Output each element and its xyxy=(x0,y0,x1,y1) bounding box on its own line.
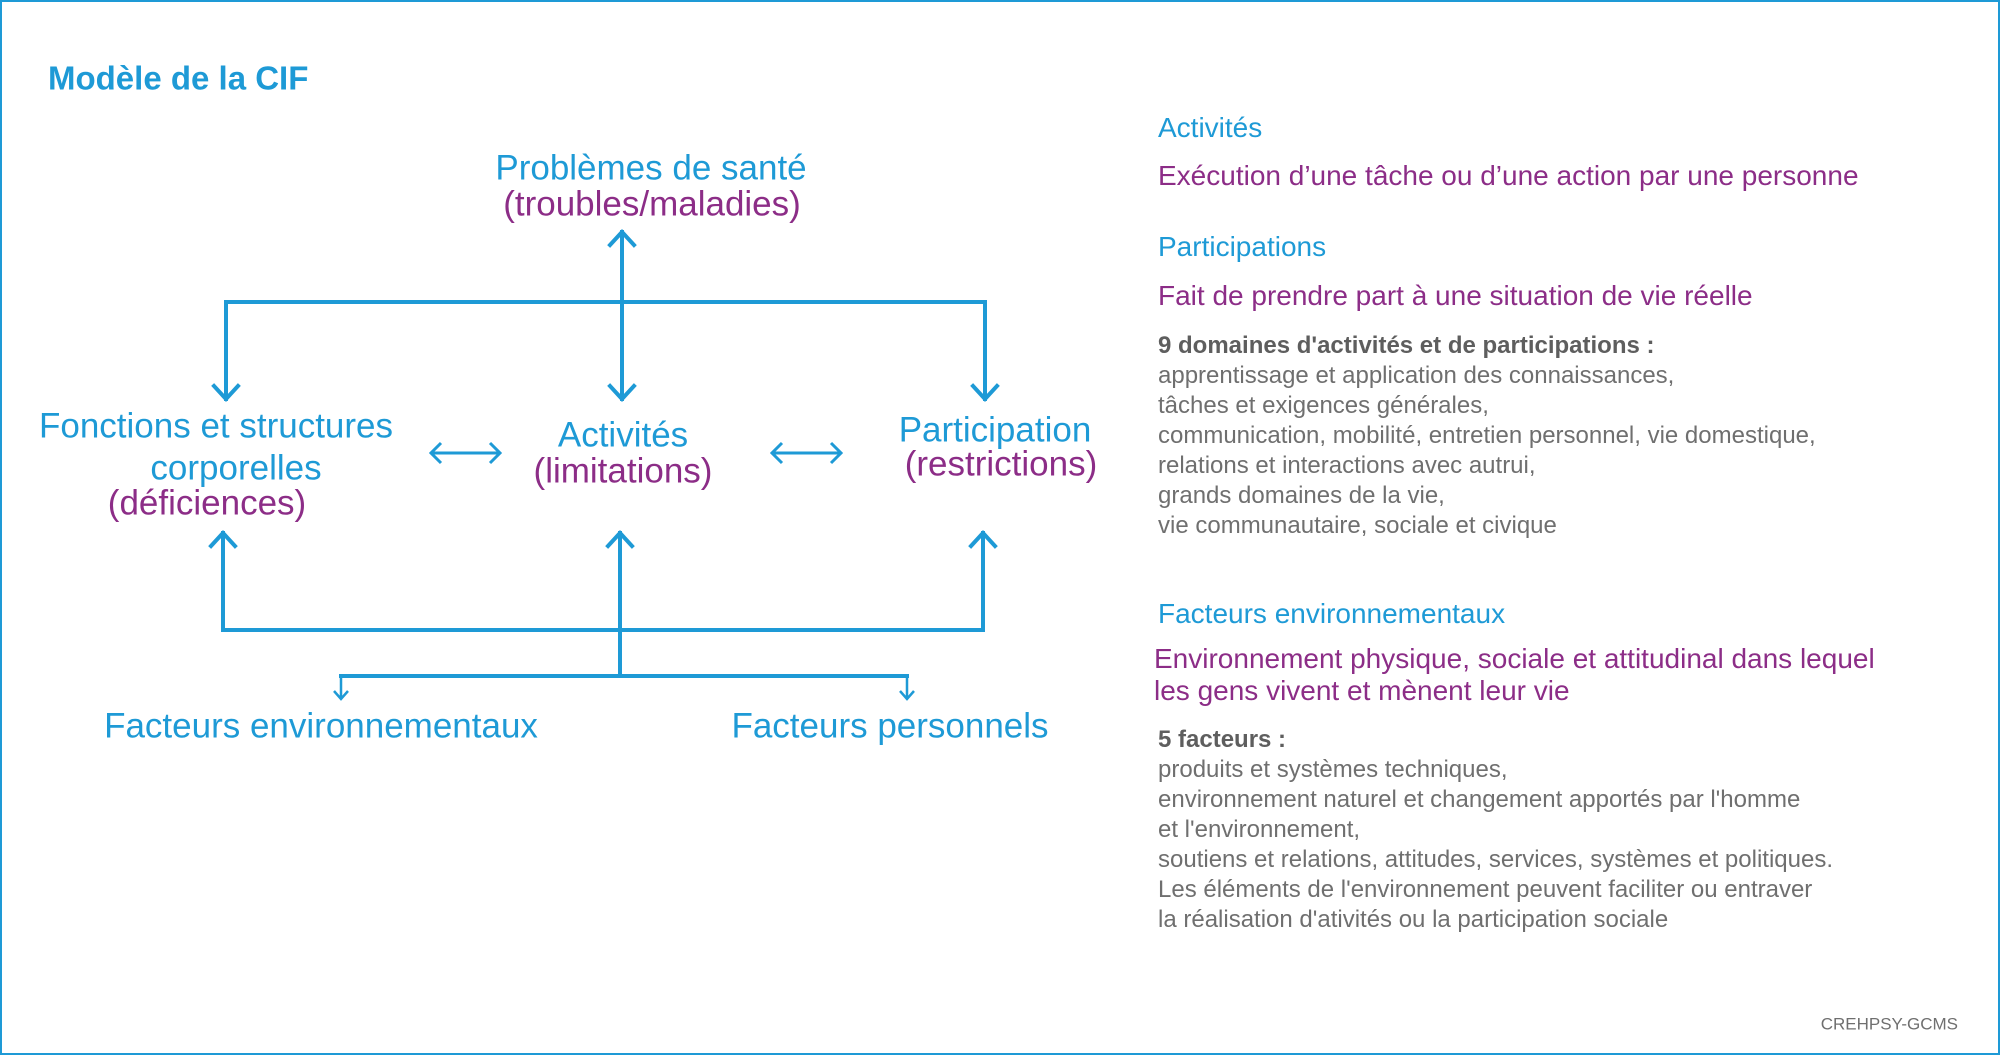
factor-line: Les éléments de l'environnement peuvent … xyxy=(1158,876,1813,903)
arrow-down-personal-icon xyxy=(899,676,915,701)
factors-heading: 5 facteurs : xyxy=(1158,726,1287,753)
definition-environmental-heading: Facteurs environnementaux xyxy=(1158,598,1506,629)
node-participation-label: Participation xyxy=(898,410,1092,450)
double-arrow-activities-participation-icon xyxy=(769,441,844,465)
arrow-up-participation-icon xyxy=(968,530,998,632)
factor-line: produits et systèmes techniques, xyxy=(1158,756,1508,783)
domains-list: 9 domaines d'activités et de participati… xyxy=(1158,331,1816,541)
factor-line: la réalisation d'ativités ou la particip… xyxy=(1158,906,1669,933)
definition-environmental-line: Environnement physique, sociale et attit… xyxy=(1154,643,1875,674)
node-body-label-line2: corporelles xyxy=(150,448,322,488)
definition-activities-heading: Activités xyxy=(1158,112,1263,143)
node-activities-sub: (limitations) xyxy=(533,451,713,491)
node-body-sub: (déficiences) xyxy=(107,483,307,523)
arrow-down-environmental-icon xyxy=(333,676,349,701)
factor-line: soutiens et relations, attitudes, servic… xyxy=(1158,846,1833,873)
domain-item: grands domaines de la vie, xyxy=(1158,482,1445,509)
domain-item: tâches et exigences générales, xyxy=(1158,392,1489,419)
double-arrow-body-activities-icon xyxy=(428,441,503,465)
definition-environmental-line: les gens vivent et mènent leur vie xyxy=(1154,675,1570,706)
domain-item: relations et interactions avec autrui, xyxy=(1158,452,1536,479)
arrow-down-participation-icon xyxy=(970,300,1000,402)
node-health-sub: (troubles/maladies) xyxy=(503,184,801,224)
definition-participations-heading: Participations xyxy=(1158,231,1327,262)
definition-activities-text: Exécution d’une tâche ou d’une action pa… xyxy=(1158,160,1859,191)
definition-participations-text: Fait de prendre part à une situation de … xyxy=(1158,280,1753,311)
domains-heading: 9 domaines d'activités et de participati… xyxy=(1158,332,1655,359)
domain-item: apprentissage et application des connais… xyxy=(1158,362,1675,389)
page-title: Modèle de la CIF xyxy=(48,59,309,97)
domain-item: vie communautaire, sociale et civique xyxy=(1158,512,1557,539)
arrow-up-body-functions-icon xyxy=(208,530,238,632)
arrow-down-body-functions-icon xyxy=(211,300,241,402)
node-body-label-line1: Fonctions et structures xyxy=(38,406,394,446)
domain-item: communication, mobilité, entretien perso… xyxy=(1158,422,1816,449)
factors-list: 5 facteurs : produits et systèmes techni… xyxy=(1158,725,1833,935)
arrow-health-activities-icon xyxy=(607,229,637,402)
node-activities-label: Activités xyxy=(557,415,689,455)
arrow-up-activities-icon xyxy=(605,530,635,678)
node-personal-factors: Facteurs personnels xyxy=(731,706,1049,746)
node-participation-sub: (restrictions) xyxy=(904,444,1098,484)
credit-text: CREHPSY-GCMS xyxy=(1820,1014,1958,1034)
node-health-label: Problèmes de santé xyxy=(495,148,807,188)
node-environmental-factors: Facteurs environnementaux xyxy=(104,706,538,746)
factor-line: et l'environnement, xyxy=(1158,816,1361,843)
factor-line: environnement naturel et changement appo… xyxy=(1158,786,1801,813)
definition-environmental-text: Environnement physique, sociale et attit… xyxy=(1154,643,1875,707)
